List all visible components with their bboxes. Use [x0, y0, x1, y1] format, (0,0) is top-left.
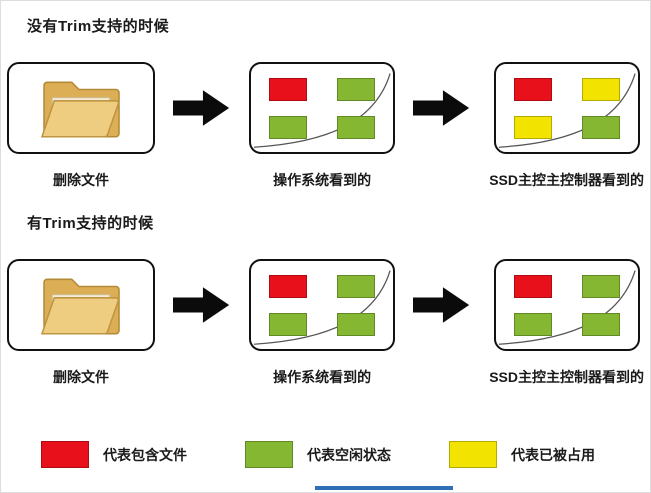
cell-block: [581, 115, 620, 139]
step-label: 删除文件: [53, 172, 109, 188]
arrow-right-icon: [155, 259, 249, 351]
ssd-card: [249, 259, 396, 351]
step-label: 删除文件: [53, 369, 109, 385]
ssd-card: [493, 259, 640, 351]
cell-block: [337, 77, 376, 101]
cell-block: [513, 115, 552, 139]
cell-block: [337, 115, 376, 139]
cell-block: [337, 274, 376, 298]
arrow-right-icon: [155, 62, 249, 154]
step-delete-file: 删除文件: [7, 259, 155, 387]
legend-label: 代表已被占用: [511, 446, 595, 463]
cell-block: [269, 77, 308, 101]
step-controller-view: SSD主控主控制器看到的: [489, 62, 644, 190]
bottom-accent-line: [314, 486, 453, 490]
step-controller-view: SSD主控主控制器看到的: [489, 259, 644, 387]
section-no-trim: 没有Trim支持的时候 删除文件: [1, 1, 650, 190]
section-with-trim: 有Trim支持的时候 删除文件: [1, 190, 650, 387]
step-os-view: 操作系统看到的: [249, 259, 396, 387]
arrow-right-icon: [395, 259, 489, 351]
arrow-right-icon: [395, 62, 489, 154]
legend-swatch-yellow: [449, 441, 497, 468]
flow-row: 删除文件 操作系统看到的: [1, 259, 650, 387]
legend-item-free: 代表空闲状态: [245, 441, 391, 468]
legend-label: 代表包含文件: [103, 446, 187, 463]
step-label: SSD主控主控制器看到的: [489, 369, 645, 385]
cell-block: [581, 312, 620, 336]
ssd-card: [249, 62, 396, 154]
step-label: 操作系统看到的: [273, 369, 372, 385]
legend-item-file: 代表包含文件: [41, 441, 187, 468]
flow-row: 删除文件 操作系统看到的: [1, 62, 650, 190]
block-grid: [513, 274, 620, 336]
legend: 代表包含文件 代表空闲状态 代表已被占用: [1, 441, 650, 468]
step-label: 操作系统看到的: [273, 172, 372, 188]
cell-block: [513, 312, 552, 336]
ssd-card: [493, 62, 640, 154]
block-grid: [269, 77, 376, 139]
legend-label: 代表空闲状态: [307, 446, 391, 463]
folder-box: [7, 259, 155, 351]
block-grid: [513, 77, 620, 139]
cell-block: [513, 274, 552, 298]
cell-block: [269, 115, 308, 139]
step-os-view: 操作系统看到的: [249, 62, 396, 190]
section-title: 有Trim支持的时候: [27, 215, 154, 232]
cell-block: [337, 312, 376, 336]
folder-icon: [40, 278, 120, 335]
legend-swatch-green: [245, 441, 293, 468]
step-label: SSD主控主控制器看到的: [489, 172, 645, 188]
cell-block: [269, 312, 308, 336]
cell-block: [513, 77, 552, 101]
cell-block: [581, 274, 620, 298]
cell-block: [581, 77, 620, 101]
cell-block: [269, 274, 308, 298]
legend-item-occupied: 代表已被占用: [449, 441, 595, 468]
folder-icon: [40, 81, 120, 138]
section-title: 没有Trim支持的时候: [27, 18, 170, 35]
step-delete-file: 删除文件: [7, 62, 155, 190]
block-grid: [269, 274, 376, 336]
legend-swatch-red: [41, 441, 89, 468]
folder-box: [7, 62, 155, 154]
